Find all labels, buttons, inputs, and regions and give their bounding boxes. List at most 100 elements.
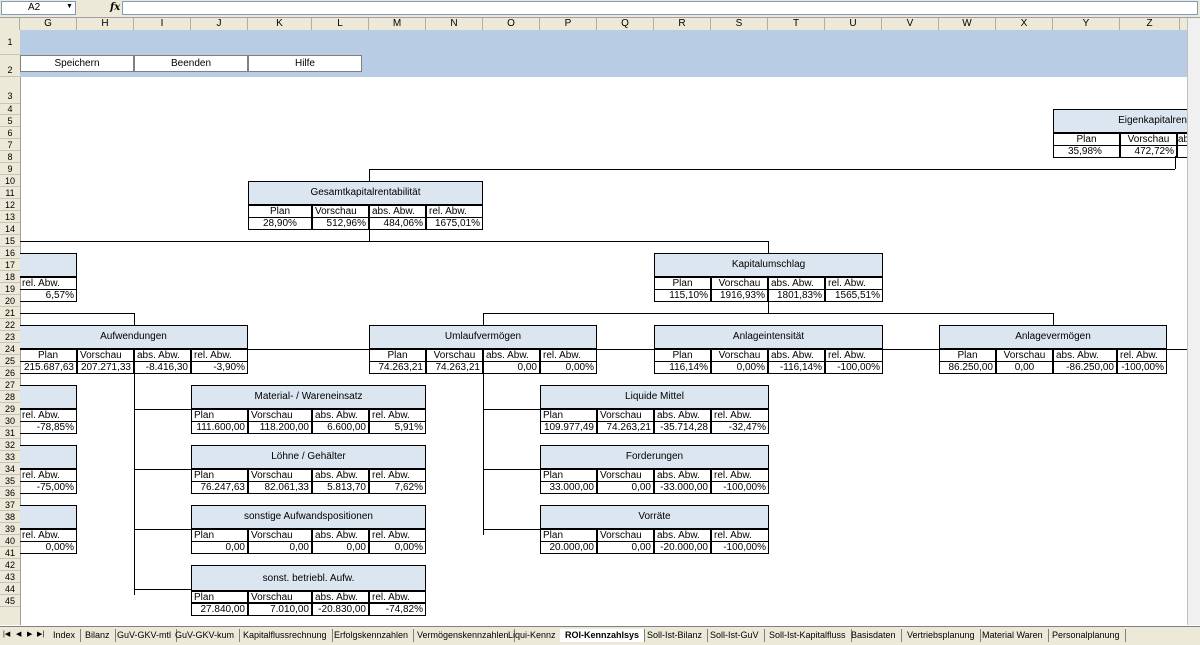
column-header[interactable]: M — [369, 18, 426, 30]
sheet-tab[interactable]: Basisdaten — [846, 629, 902, 642]
row-header[interactable]: 39 — [0, 523, 20, 535]
value-forecast[interactable]: 74.263,21 — [426, 361, 483, 374]
row-header[interactable]: 17 — [0, 259, 20, 271]
value-rel[interactable]: 1565,51% — [825, 289, 883, 302]
value-rel[interactable]: 6,57% — [20, 289, 77, 302]
value-rel[interactable]: 1675,01% — [426, 217, 483, 230]
vertical-scrollbar[interactable] — [1187, 18, 1200, 625]
value-abs[interactable]: -20.000,00 — [654, 541, 711, 554]
prev-sheet-icon[interactable]: ◀ — [16, 631, 22, 638]
value-forecast[interactable]: 0,00 — [996, 361, 1053, 374]
sheet-tab[interactable]: Personalplanung — [1047, 629, 1126, 642]
sheet-tab-active[interactable]: ROI-Kennzahlsys — [560, 629, 646, 642]
row-header[interactable]: 10 — [0, 175, 20, 187]
value-plan[interactable]: 111.600,00 — [191, 421, 248, 434]
value-forecast[interactable]: 82.061,33 — [248, 481, 312, 494]
row-header[interactable]: 34 — [0, 463, 20, 475]
chevron-down-icon[interactable]: ▼ — [66, 3, 73, 10]
sheet-tab[interactable]: GuV-GKV-kum — [170, 629, 241, 642]
row-header[interactable]: 11 — [0, 187, 20, 199]
value-plan[interactable]: 33.000,00 — [540, 481, 597, 494]
column-header[interactable]: T — [768, 18, 825, 30]
value-abs[interactable]: 484,06% — [369, 217, 426, 230]
value-rel[interactable]: 5,91% — [369, 421, 426, 434]
column-header[interactable]: J — [191, 18, 248, 30]
value-rel[interactable]: -3,90% — [191, 361, 248, 374]
value-rel[interactable]: 0,00% — [540, 361, 597, 374]
name-box[interactable]: A2 — [1, 1, 76, 15]
value-abs[interactable]: 5.813,70 — [312, 481, 369, 494]
row-header[interactable]: 18 — [0, 271, 20, 283]
column-header[interactable]: I — [134, 18, 191, 30]
sheet-tab[interactable]: Index — [48, 629, 82, 642]
help-button[interactable]: Hilfe — [248, 55, 362, 72]
row-header[interactable]: 21 — [0, 307, 20, 319]
row-header[interactable]: 38 — [0, 511, 20, 523]
row-header[interactable]: 20 — [0, 295, 20, 307]
sheet-tab[interactable]: Erfolgskennzahlen — [329, 629, 415, 642]
value-abs[interactable]: -35.714,28 — [654, 421, 711, 434]
quit-button[interactable]: Beenden — [134, 55, 248, 72]
row-header[interactable]: 1 — [0, 30, 20, 55]
value-plan[interactable]: 86.250,00 — [939, 361, 996, 374]
row-header[interactable]: 9 — [0, 163, 20, 175]
value-forecast[interactable]: 207.271,33 — [77, 361, 134, 374]
value-abs[interactable]: -33.000,00 — [654, 481, 711, 494]
value-forecast[interactable]: 0,00 — [597, 541, 654, 554]
formula-input[interactable] — [122, 1, 1198, 15]
row-header[interactable]: 16 — [0, 247, 20, 259]
column-header[interactable]: Y — [1053, 18, 1120, 30]
row-header[interactable]: 35 — [0, 475, 20, 487]
last-sheet-icon[interactable]: ▶| — [37, 631, 45, 638]
row-header[interactable]: 3 — [0, 77, 20, 104]
column-header[interactable]: O — [483, 18, 540, 30]
row-header[interactable]: 44 — [0, 583, 20, 595]
column-header[interactable]: P — [540, 18, 597, 30]
row-header[interactable]: 15 — [0, 235, 20, 247]
value-rel[interactable]: -100,00% — [1117, 361, 1167, 374]
row-header[interactable]: 4 — [0, 104, 20, 115]
sheet-tab[interactable]: Vertriebsplanung — [902, 629, 981, 642]
value-abs[interactable]: 0,00 — [312, 541, 369, 554]
value-plan[interactable]: 28,90% — [248, 217, 312, 230]
value-forecast[interactable]: 1916,93% — [711, 289, 768, 302]
value-forecast[interactable]: 472,72% — [1120, 145, 1177, 158]
column-header[interactable]: H — [77, 18, 134, 30]
row-header[interactable]: 28 — [0, 391, 20, 403]
value-abs[interactable] — [1177, 145, 1187, 158]
value-plan[interactable]: 76.247,63 — [191, 481, 248, 494]
value-abs[interactable]: 6.600,00 — [312, 421, 369, 434]
sheet-tab[interactable]: Material Waren — [977, 629, 1049, 642]
save-button[interactable]: Speichern — [20, 55, 134, 72]
row-header[interactable]: 12 — [0, 199, 20, 211]
value-forecast[interactable]: 0,00 — [597, 481, 654, 494]
row-header[interactable]: 5 — [0, 115, 20, 127]
column-header[interactable]: L — [312, 18, 369, 30]
row-header[interactable]: 24 — [0, 343, 20, 355]
value-plan[interactable]: 0,00 — [191, 541, 248, 554]
value-forecast[interactable]: 118.200,00 — [248, 421, 312, 434]
value-abs[interactable]: 0,00 — [483, 361, 540, 374]
row-header[interactable]: 37 — [0, 499, 20, 511]
value-rel[interactable]: -78,85% — [20, 421, 77, 434]
value-rel[interactable]: -74,82% — [369, 603, 426, 616]
value-abs[interactable]: -8.416,30 — [134, 361, 191, 374]
select-all-corner[interactable] — [0, 18, 20, 30]
value-abs[interactable]: -20.830,00 — [312, 603, 369, 616]
row-header[interactable]: 33 — [0, 451, 20, 463]
value-plan[interactable]: 115,10% — [654, 289, 711, 302]
value-rel[interactable]: 0,00% — [369, 541, 426, 554]
value-rel[interactable]: 0,00% — [20, 541, 77, 554]
column-header[interactable]: N — [426, 18, 483, 30]
column-header[interactable]: U — [825, 18, 882, 30]
fx-icon[interactable]: fx — [110, 2, 121, 13]
column-header[interactable]: S — [711, 18, 768, 30]
sheet-tab[interactable]: Soll-Ist-Bilanz — [642, 629, 709, 642]
value-abs[interactable]: -116,14% — [768, 361, 825, 374]
row-header[interactable]: 8 — [0, 151, 20, 163]
value-rel[interactable]: -75,00% — [20, 481, 77, 494]
row-header[interactable]: 41 — [0, 547, 20, 559]
value-forecast[interactable]: 7.010,00 — [248, 603, 312, 616]
value-rel[interactable]: -100,00% — [711, 481, 769, 494]
value-abs[interactable]: -86.250,00 — [1053, 361, 1117, 374]
